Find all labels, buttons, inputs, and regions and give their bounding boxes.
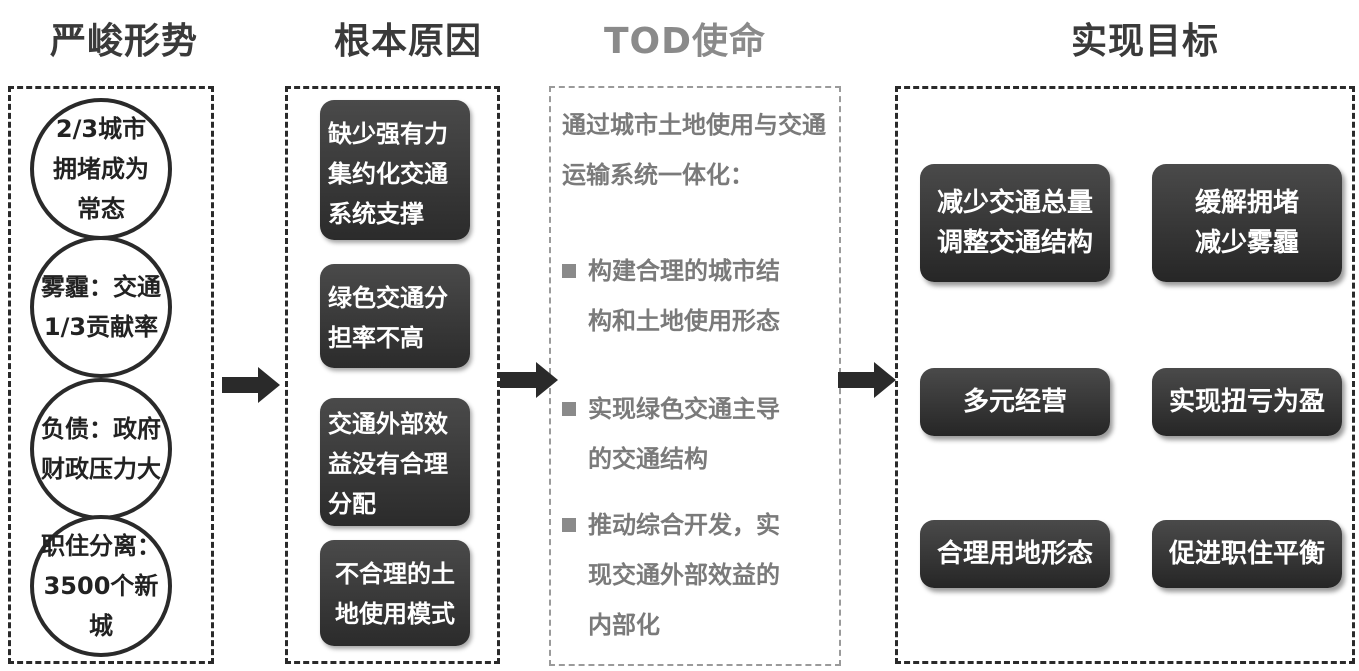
mission-bullet: 实现绿色交通主导 的交通结构 <box>562 384 822 484</box>
arrow-right-icon <box>222 367 280 403</box>
cause-box-transit-support: 缺少强有力 集约化交通 系统支撑 <box>320 100 470 240</box>
situation-circle-debt: 负债：政府 财政压力大 <box>30 378 172 520</box>
situation-circle-separation: 职住分离： 3500个新 城 <box>30 515 172 657</box>
goal-diversified-operation: 多元经营 <box>920 368 1110 436</box>
goal-frame <box>895 86 1355 664</box>
goal-title: 实现目标 <box>1070 21 1219 62</box>
situation-circle-smog: 雾霾：交通 1/3贡献率 <box>30 236 172 378</box>
mission-title: TOD使命 <box>603 21 767 62</box>
mission-bullet: 推动综合开发，实 现交通外部效益的 内部化 <box>562 500 822 650</box>
goal-jobs-housing-balance: 促进职住平衡 <box>1152 520 1342 588</box>
square-bullet-icon <box>562 402 576 416</box>
mission-bullet-text: 推动综合开发，实 现交通外部效益的 内部化 <box>588 511 780 639</box>
situation-title: 严峻形势 <box>49 21 198 62</box>
square-bullet-icon <box>562 518 576 532</box>
goal-turn-profit: 实现扭亏为盈 <box>1152 368 1342 436</box>
goal-land-use-form: 合理用地形态 <box>920 520 1110 588</box>
cause-box-externality: 交通外部效 益没有合理 分配 <box>320 398 470 526</box>
mission-bullet: 构建合理的城市结 构和土地使用形态 <box>562 246 822 346</box>
cause-title: 根本原因 <box>333 21 482 62</box>
goal-ease-congestion: 缓解拥堵 减少雾霾 <box>1152 164 1342 282</box>
cause-box-land-use: 不合理的土 地使用模式 <box>320 540 470 646</box>
arrow-right-icon <box>838 362 896 398</box>
goal-reduce-traffic: 减少交通总量 调整交通结构 <box>920 164 1110 282</box>
situation-circle-congestion: 2/3城市 拥堵成为 常态 <box>30 98 172 240</box>
mission-intro: 通过城市土地使用与交通运输系统一体化： <box>562 111 826 189</box>
cause-box-green-share: 绿色交通分 担率不高 <box>320 264 470 368</box>
cause-frame <box>285 86 500 664</box>
mission-bullet-text: 实现绿色交通主导 的交通结构 <box>588 395 780 473</box>
square-bullet-icon <box>562 264 576 278</box>
mission-bullet-text: 构建合理的城市结 构和土地使用形态 <box>588 257 780 335</box>
situation-frame <box>8 86 214 664</box>
arrow-right-icon <box>500 362 558 398</box>
